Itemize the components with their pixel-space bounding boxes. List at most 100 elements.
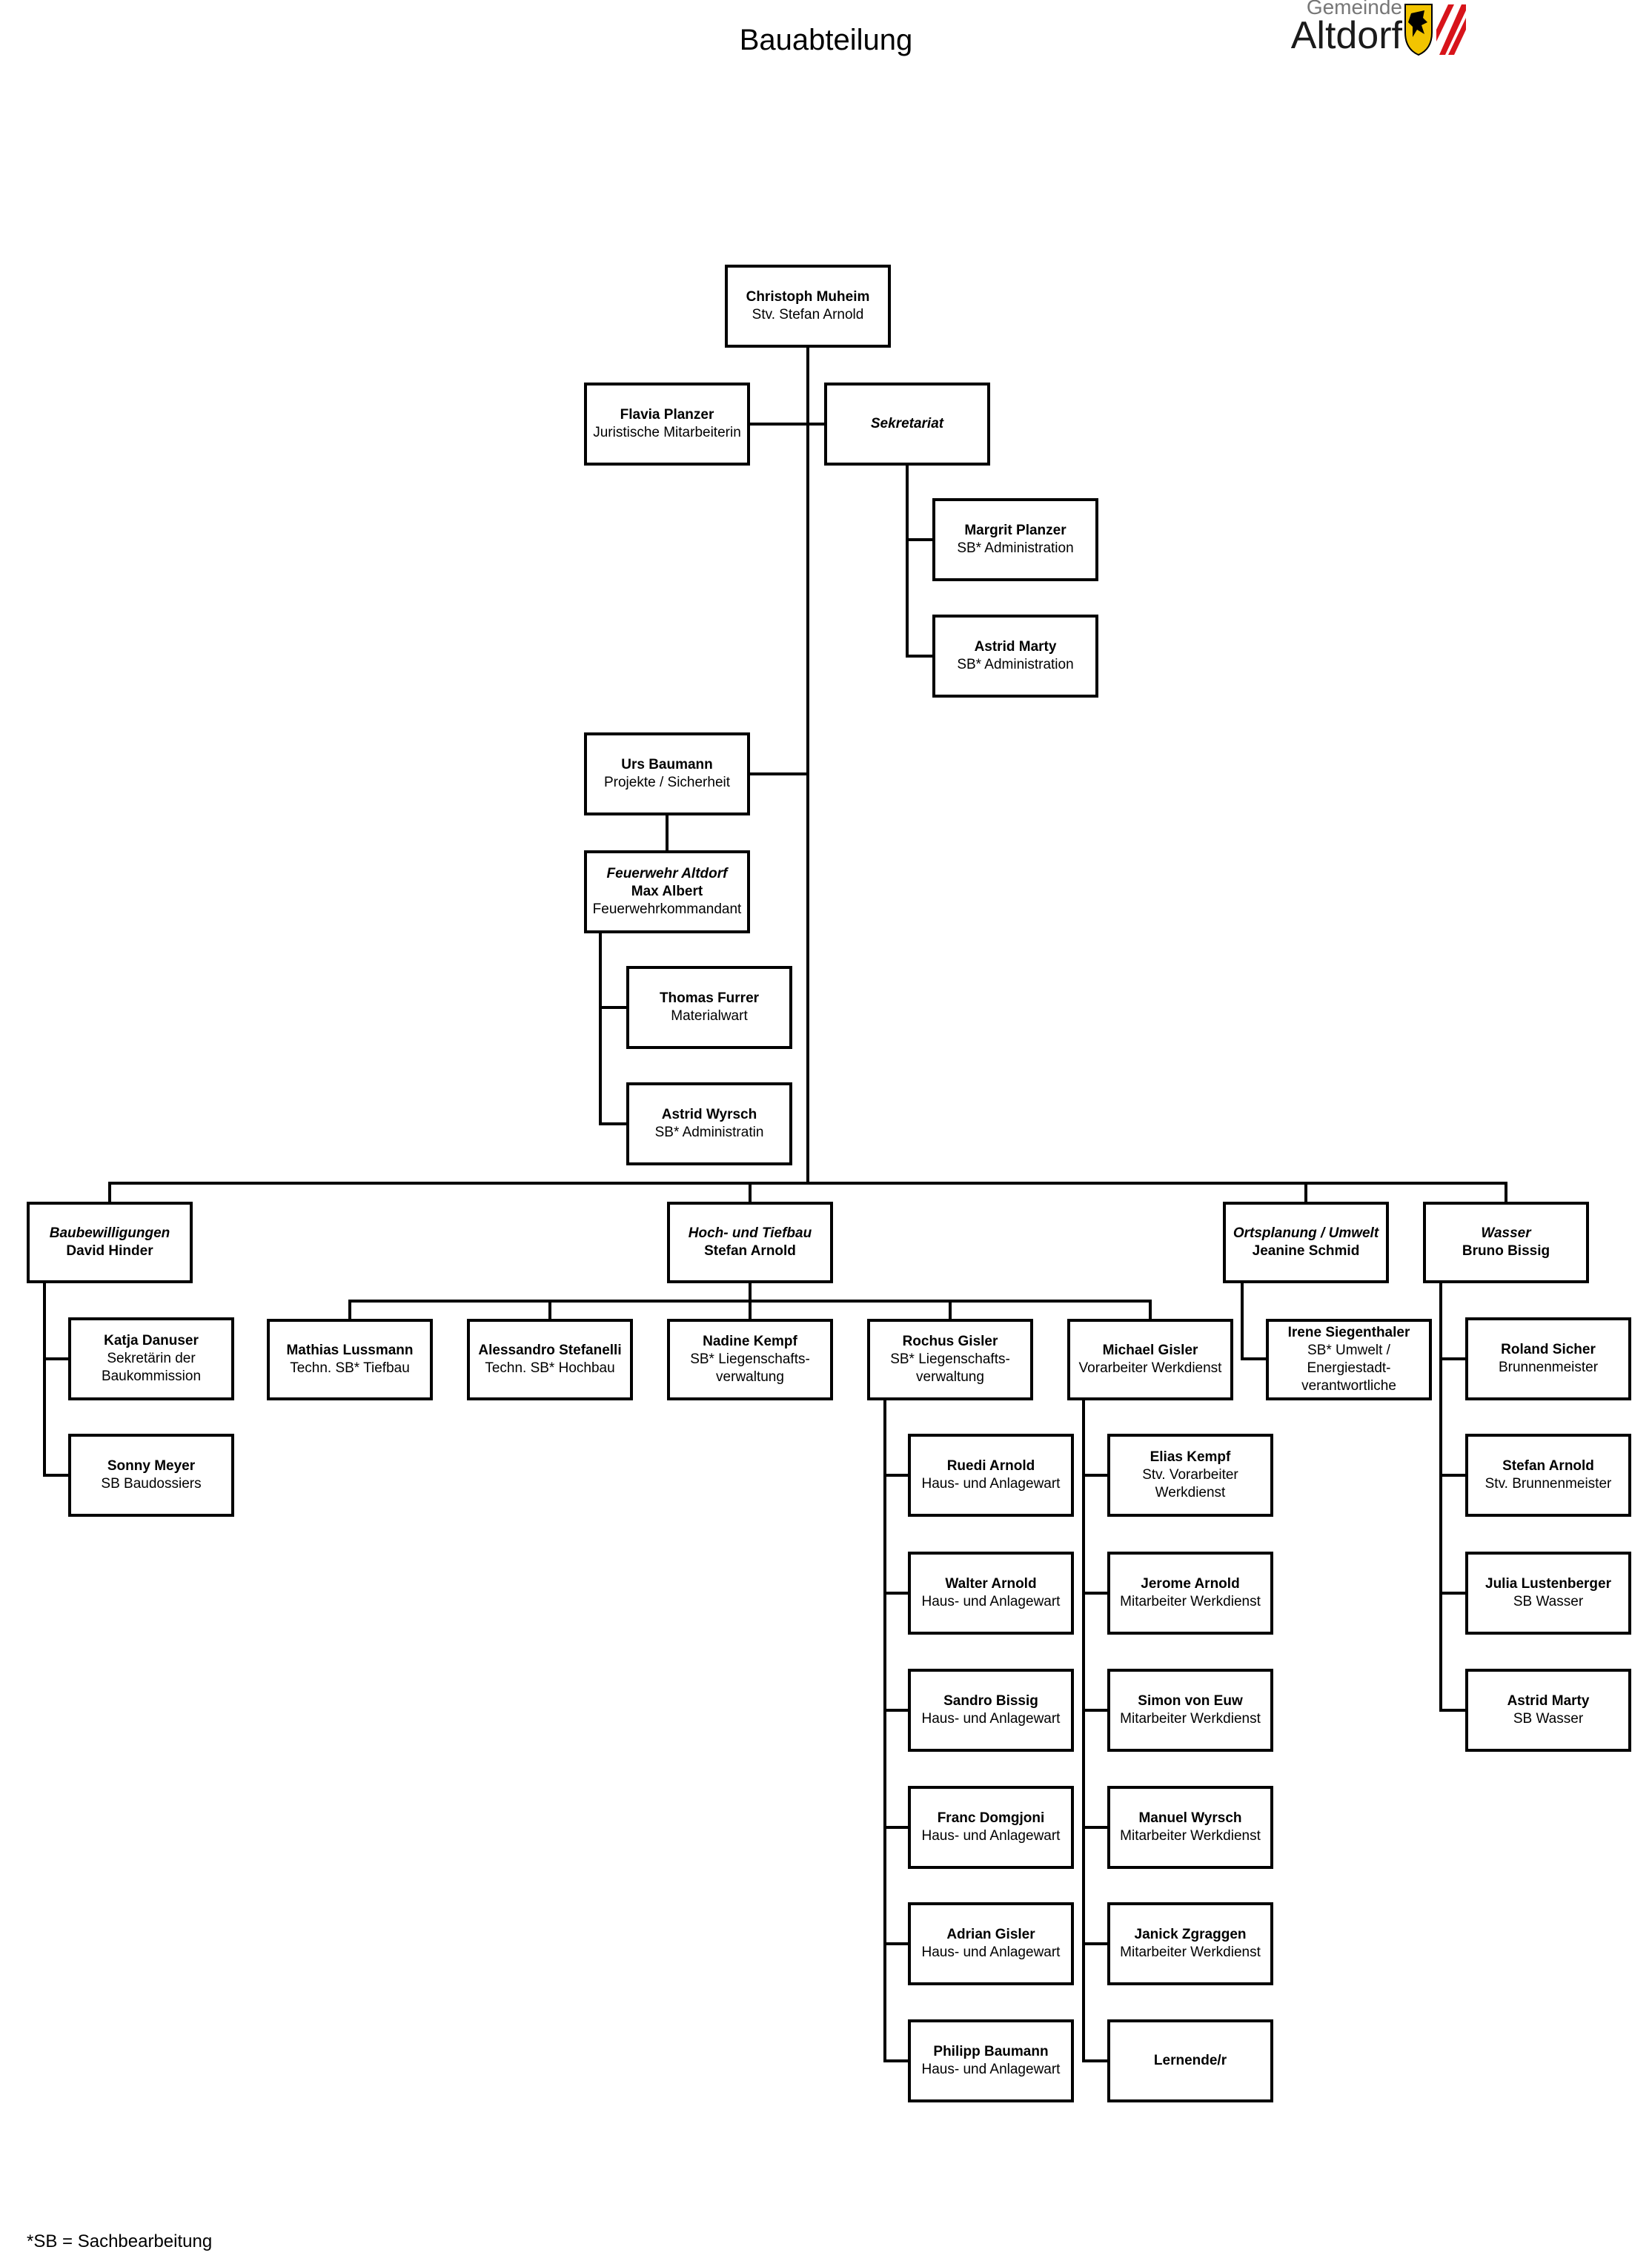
- box-sekretariat: Sekretariat: [824, 383, 990, 466]
- person-name: Janick Zgraggen: [1134, 1927, 1247, 1942]
- person-name: Manuel Wyrsch: [1138, 1810, 1242, 1826]
- role-label: Haus- und Anlagewart: [921, 2062, 1061, 2077]
- role-label: Brunnenmeister: [1498, 1360, 1599, 1375]
- role-label: Mitarbeiter Werkdienst: [1120, 1945, 1261, 1960]
- role-label: Techn. SB* Hochbau: [485, 1360, 615, 1376]
- unit-label: Hoch- und Tiefbau: [688, 1225, 812, 1241]
- person-name: Astrid Wyrsch: [661, 1107, 757, 1122]
- person-name: Jerome Arnold: [1141, 1576, 1240, 1592]
- person-name: Julia Lustenberger: [1485, 1576, 1611, 1592]
- role-label: SB* Liegenschafts-: [690, 1351, 810, 1367]
- person-name: Christoph Muheim: [746, 289, 870, 305]
- unit-label: Feuerwehr Altdorf: [606, 866, 728, 881]
- role-label: Haus- und Anlagewart: [921, 1711, 1061, 1727]
- role-label: SB* Liegenschafts-: [890, 1351, 1010, 1367]
- role-label: Haus- und Anlagewart: [921, 1945, 1061, 1960]
- person-name: Katja Danuser: [104, 1333, 199, 1348]
- role-label: Mitarbeiter Werkdienst: [1120, 1711, 1261, 1727]
- role-label: Energiestadt-: [1307, 1360, 1391, 1376]
- role-label: verwaltung: [716, 1369, 784, 1385]
- role-label: SB* Administratin: [654, 1125, 764, 1140]
- person-name: Irene Siegenthaler: [1287, 1325, 1410, 1340]
- crest-icon: [1404, 4, 1466, 56]
- role-label: Mitarbeiter Werkdienst: [1120, 1828, 1261, 1844]
- person-name: Michael Gisler: [1102, 1343, 1198, 1358]
- unit-label: Ortsplanung / Umwelt: [1233, 1225, 1379, 1241]
- role-label: Haus- und Anlagewart: [921, 1594, 1061, 1609]
- role-label: Stv. Brunnenmeister: [1485, 1476, 1612, 1492]
- footnote: *SB = Sachbearbeitung: [27, 2231, 213, 2251]
- role-label: SB* Administration: [957, 540, 1074, 556]
- person-name: Elias Kempf: [1150, 1449, 1231, 1465]
- logo-prefix: Gemeinde: [1306, 0, 1402, 19]
- person-name: Flavia Planzer: [620, 407, 714, 423]
- person-name: Lernende/r: [1153, 2053, 1227, 2068]
- role-label: verwaltung: [916, 1369, 984, 1385]
- role-label: Werkdienst: [1155, 1485, 1226, 1500]
- person-name: Nadine Kempf: [703, 1334, 797, 1349]
- role-label: Baukommission: [101, 1369, 202, 1384]
- role-label: verantwortliche: [1301, 1378, 1396, 1394]
- unit-label: Wasser: [1481, 1225, 1531, 1241]
- role-label: Stv. Vorarbeiter: [1142, 1467, 1238, 1483]
- person-name: Stefan Arnold: [1502, 1458, 1594, 1474]
- role-label: Haus- und Anlagewart: [921, 1476, 1061, 1492]
- person-name: Stefan Arnold: [704, 1243, 796, 1259]
- person-name: Walter Arnold: [945, 1576, 1037, 1592]
- role-label: Feuerwehrkommandant: [592, 901, 742, 917]
- person-name: Philipp Baumann: [933, 2044, 1049, 2059]
- person-name: Mathias Lussmann: [286, 1343, 414, 1358]
- person-name: Rochus Gisler: [902, 1334, 998, 1349]
- person-name: Roland Sicher: [1501, 1342, 1596, 1357]
- person-name: Alessandro Stefanelli: [478, 1343, 622, 1358]
- role-label: SB Baudossiers: [101, 1476, 202, 1492]
- logo-name: Altdorf: [1290, 14, 1402, 57]
- box-sonny-meyer: Sonny Meyer SB Baudossiers: [68, 1434, 234, 1517]
- role-label: Projekte / Sicherheit: [603, 775, 731, 790]
- role-label: Haus- und Anlagewart: [921, 1828, 1061, 1844]
- person-name: Astrid Marty: [974, 639, 1057, 655]
- role-label: Techn. SB* Tiefbau: [290, 1360, 410, 1376]
- person-name: Urs Baumann: [621, 757, 713, 772]
- person-name: Jeanine Schmid: [1252, 1243, 1360, 1259]
- page-title: Bauabteilung: [739, 24, 913, 56]
- person-name: Adrian Gisler: [946, 1927, 1035, 1942]
- person-name: Max Albert: [631, 884, 703, 899]
- person-name: Sonny Meyer: [107, 1458, 196, 1474]
- role-label: Stv. Stefan Arnold: [752, 307, 864, 322]
- unit-label: Baubewilligungen: [49, 1225, 170, 1241]
- role-label: Materialwart: [671, 1008, 748, 1024]
- role-label: Juristische Mitarbeiterin: [593, 425, 741, 440]
- person-name: Astrid Marty: [1507, 1693, 1590, 1709]
- role-label: Vorarbeiter Werkdienst: [1078, 1360, 1222, 1376]
- person-name: Simon von Euw: [1138, 1693, 1243, 1709]
